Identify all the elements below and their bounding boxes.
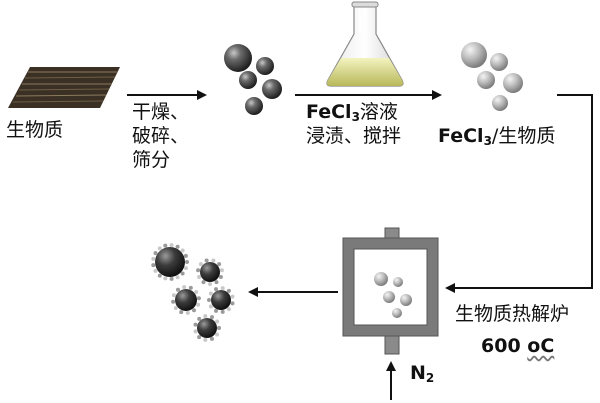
solution-word: 溶液 — [359, 101, 398, 123]
surface-nanoparticle — [220, 286, 225, 291]
product-particle — [155, 247, 185, 277]
nitrogen-symbol: N — [410, 362, 426, 384]
arrow-to-furnace — [445, 94, 593, 293]
step-crush-label: 破碎、 — [132, 125, 190, 147]
surface-nanoparticle — [175, 244, 180, 249]
surface-nanoparticle — [153, 251, 158, 256]
surface-nanoparticle — [157, 246, 162, 251]
impregnation-stirring-label: 浸渍、搅拌 — [306, 125, 402, 147]
surface-nanoparticle — [182, 285, 187, 290]
surface-nanoparticle — [214, 280, 219, 285]
fecl3-subscript: 3 — [351, 110, 360, 124]
surface-nanoparticle — [230, 294, 235, 299]
surface-nanoparticle — [193, 329, 198, 334]
surface-nanoparticle — [163, 243, 168, 248]
pyrolysis-furnace-icon — [342, 227, 439, 355]
surface-nanoparticle — [215, 319, 220, 324]
surface-nanoparticle — [210, 336, 214, 341]
surface-nanoparticle — [230, 301, 235, 306]
fecl3-solution-label: FeCl3溶液 — [306, 100, 398, 129]
surface-nanoparticle — [197, 316, 202, 321]
surface-nanoparticle — [196, 268, 201, 273]
temperature-unit: oC — [527, 335, 555, 357]
product-particle — [211, 290, 231, 310]
fecl3-biomass-particles-icon — [461, 42, 523, 111]
surface-nanoparticle — [215, 332, 220, 337]
temperature-label: 600 oC — [481, 334, 554, 358]
surface-nanoparticle — [185, 260, 189, 264]
surface-nanoparticle — [169, 276, 174, 281]
fecl3-biomass-label: FeCl3/生物质 — [438, 124, 555, 153]
milled-particles-icon — [224, 44, 282, 115]
surface-nanoparticle — [210, 315, 214, 320]
surface-nanoparticle — [214, 308, 218, 313]
surface-nanoparticle — [208, 291, 213, 296]
surface-nanoparticle — [185, 310, 190, 315]
surface-nanoparticle — [194, 290, 199, 294]
surface-nanoparticle — [204, 258, 209, 263]
surface-nanoparticle — [196, 302, 201, 307]
furnace-label: 生物质热解炉 — [455, 303, 570, 325]
surface-nanoparticle — [208, 304, 213, 309]
surface-nanoparticle — [192, 308, 196, 313]
flask-icon — [326, 1, 404, 87]
surface-nanoparticle — [218, 275, 223, 279]
surface-nanoparticle — [226, 288, 231, 293]
biomass-label: 生物质 — [6, 119, 64, 141]
surface-nanoparticle — [193, 322, 198, 327]
biomass-wood-icon — [8, 67, 120, 108]
surface-nanoparticle — [151, 263, 156, 268]
product-particles-icon — [151, 243, 235, 342]
surface-nanoparticle — [217, 326, 221, 330]
step-sieve-label: 筛分 — [132, 149, 171, 171]
surface-nanoparticle — [183, 266, 188, 271]
nitrogen-subscript: 2 — [425, 371, 435, 385]
surface-nanoparticle — [173, 306, 178, 310]
nitrogen-label: N2 — [410, 361, 434, 390]
fecl3-formula: FeCl — [306, 101, 352, 123]
surface-nanoparticle — [208, 282, 212, 286]
surface-nanoparticle — [217, 262, 222, 267]
surface-nanoparticle — [196, 296, 201, 301]
surface-nanoparticle — [207, 298, 211, 302]
surface-nanoparticle — [197, 275, 202, 279]
surface-nanoparticle — [214, 287, 218, 292]
intermediate-subscript: 3 — [483, 134, 492, 148]
step-dry-label: 干燥、 — [132, 101, 190, 123]
product-particle — [197, 318, 217, 338]
surface-nanoparticle — [151, 256, 156, 261]
dry-crush-sieve-label: 干燥、 破碎、 筛分 — [132, 100, 189, 172]
surface-nanoparticle — [219, 268, 224, 273]
product-particle — [175, 289, 197, 311]
surface-nanoparticle — [169, 243, 174, 248]
surface-nanoparticle — [197, 335, 202, 340]
surface-nanoparticle — [211, 258, 216, 263]
intermediate-formula: FeCl — [438, 125, 484, 147]
surface-nanoparticle — [171, 293, 176, 298]
surface-nanoparticle — [157, 273, 162, 278]
surface-nanoparticle — [153, 268, 158, 273]
surface-nanoparticle — [183, 253, 188, 258]
surface-nanoparticle — [220, 309, 225, 314]
surface-nanoparticle — [176, 287, 180, 292]
surface-nanoparticle — [180, 248, 185, 253]
surface-nanoparticle — [188, 285, 193, 290]
surface-nanoparticle — [201, 280, 206, 285]
surface-nanoparticle — [180, 271, 185, 276]
surface-nanoparticle — [163, 276, 168, 281]
surface-nanoparticle — [226, 307, 231, 312]
surface-nanoparticle — [171, 299, 176, 304]
surface-nanoparticle — [175, 275, 180, 280]
surface-nanoparticle — [203, 314, 208, 319]
surface-nanoparticle — [203, 337, 208, 342]
temperature-value: 600 — [481, 335, 521, 357]
product-particle — [200, 262, 220, 282]
intermediate-suffix: /生物质 — [491, 125, 556, 147]
surface-nanoparticle — [179, 310, 184, 315]
surface-nanoparticle — [198, 262, 203, 267]
